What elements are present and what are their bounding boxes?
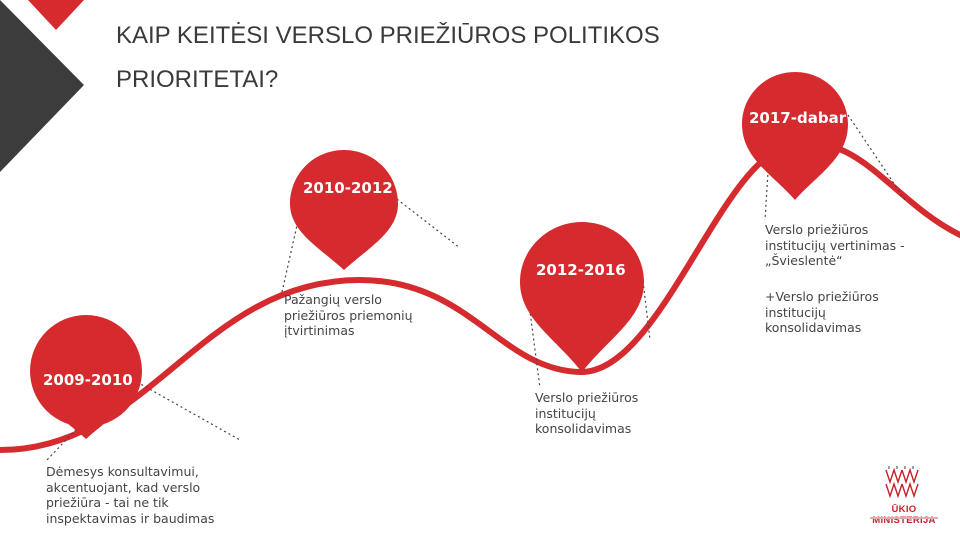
pin-marker-2010 — [290, 150, 398, 270]
dotted-connector-3 — [281, 211, 301, 293]
ministry-logo: ŪKIO MINISTERIJA — [866, 464, 942, 526]
description-line: Dėmesys konsultavimui, — [46, 464, 199, 479]
pin-label-2017: 2017-dabar — [749, 109, 847, 127]
pin-marker-2009 — [30, 315, 142, 440]
pin-marker-2012 — [520, 222, 644, 372]
dark-triangle — [0, 0, 84, 172]
milestone-description-2010: Pažangių verslo priežiūros priemonių įtv… — [284, 292, 413, 339]
milestone-description-2012: Verslo priežiūros institucijų konsolidav… — [535, 390, 638, 437]
description-line: Pažangių verslo — [284, 292, 382, 307]
title-line-1: KAIP KEITĖSI VERSLO PRIEŽIŪROS POLITIKOS — [116, 22, 660, 49]
pin-label-2009: 2009-2010 — [43, 371, 133, 389]
pin-label-2012: 2012-2016 — [536, 261, 626, 279]
description-line: institucijų — [535, 405, 596, 421]
description-line: „Švieslentė“ — [765, 253, 843, 268]
description-line: +Verslo priežiūros — [765, 289, 879, 304]
milestone-description-2017-extra: +Verslo priežiūros institucijų konsolida… — [765, 289, 879, 336]
description-line: akcentuojant, kad verslo — [46, 479, 201, 495]
description-line: institucijų vertinimas - — [765, 237, 905, 253]
description-line: Verslo priežiūros — [535, 390, 639, 405]
milestone-description-2017: Verslo priežiūros institucijų vertinimas… — [765, 222, 905, 269]
ministry-logo-underline — [870, 517, 938, 519]
description-line: inspektavimas ir baudimas — [46, 510, 215, 526]
title-line-2: PRIORITETAI? — [116, 66, 279, 93]
description-line: įtvirtinimas — [284, 323, 355, 338]
dotted-connector-8 — [847, 114, 906, 201]
milestone-description-2009: Dėmesys konsultavimui, akcentuojant, kad… — [46, 464, 214, 526]
description-line: Verslo priežiūros — [765, 222, 869, 237]
page-title: KAIP KEITĖSI VERSLO PRIEŽIŪROS POLITIKOS… — [116, 14, 816, 102]
dotted-connector-7 — [764, 139, 771, 221]
red-triangle — [28, 0, 84, 30]
description-line: priežiūra - tai ne tik — [46, 495, 169, 510]
description-line: konsolidavimas — [765, 320, 862, 335]
description-line: konsolidavimas — [535, 421, 632, 436]
ministry-logo-text: ŪKIO MINISTERIJA — [872, 504, 936, 526]
ministry-crest-icon — [885, 466, 919, 499]
description-line: priežiūros priemonių — [284, 307, 413, 323]
dotted-connector-2 — [136, 381, 241, 441]
dotted-connector-4 — [392, 195, 461, 249]
corner-decoration — [0, 0, 84, 172]
description-line: institucijų — [765, 304, 826, 320]
pin-label-2010: 2010-2012 — [303, 179, 393, 197]
pin-marker-2017 — [742, 72, 848, 200]
